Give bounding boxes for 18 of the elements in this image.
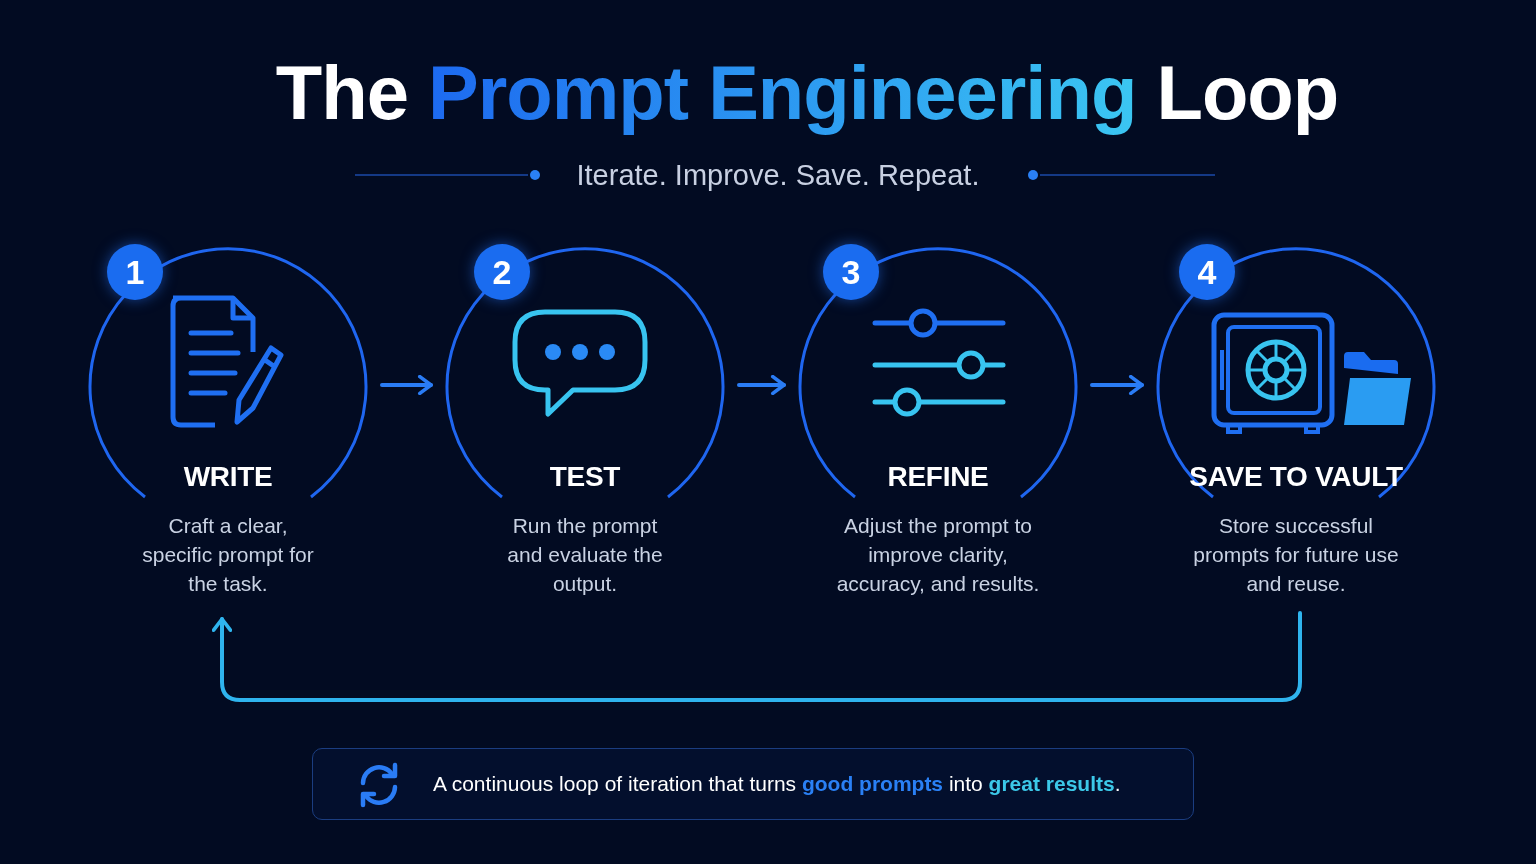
step-number-badge: 3 [823, 244, 879, 300]
step-heading: TEST [548, 460, 622, 494]
step-heading: SAVE TO VAULT [1188, 460, 1404, 494]
step-number-badge: 2 [474, 244, 530, 300]
arrow [737, 374, 786, 396]
step-description: Craft a clear, specific prompt for the task. [141, 513, 315, 597]
step-description: Adjust the prompt to improve clarity, accuracy, and results. [835, 513, 1041, 597]
step-heading: REFINE [886, 460, 990, 494]
step-number-badge: 4 [1179, 244, 1235, 300]
arrow [1090, 374, 1144, 396]
caption: A continuous loop of iteration that turns good prompts into great results. [433, 771, 1121, 797]
arrow [380, 374, 433, 396]
step-number-badge: 1 [107, 244, 163, 300]
subtitle: Iterate. Improve. Save. Repeat. [575, 158, 981, 192]
step-heading: WRITE [182, 460, 274, 494]
step-description: Store successful prompts for future use and reuse. [1192, 513, 1400, 597]
arrow [211, 611, 1302, 702]
step-description: Run the prompt and evaluate the output. [506, 513, 664, 597]
